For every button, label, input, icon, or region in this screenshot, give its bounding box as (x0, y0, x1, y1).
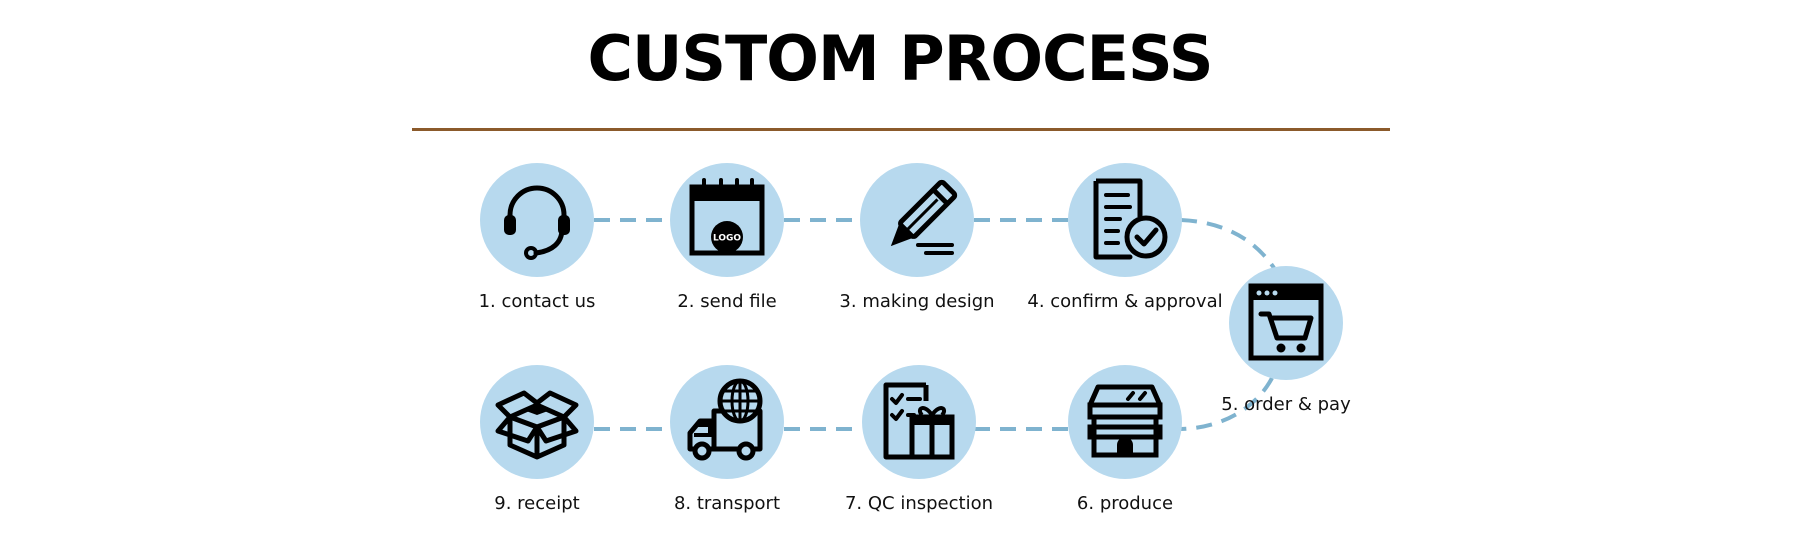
step-circle (862, 365, 976, 479)
step-label: 1. contact us (478, 291, 596, 312)
process-step-9: 9. receipt (422, 365, 652, 535)
process-step-7: 7. QC inspection (804, 365, 1034, 535)
step-circle: LOGO (670, 163, 784, 277)
delivery-truck-globe-icon (670, 365, 784, 479)
process-step-5: 5. order & pay (1171, 266, 1401, 436)
step-label: 8. transport (673, 493, 781, 514)
headset-icon (480, 163, 594, 277)
calendar-logo-icon: LOGO (670, 163, 784, 277)
step-label: 2. send file (677, 291, 777, 312)
step-circle (670, 365, 784, 479)
process-step-4: 4. confirm & approval (1010, 163, 1240, 333)
checklist-gift-icon (862, 365, 976, 479)
step-label: 3. making design (839, 291, 995, 312)
page-title: CUSTOM PROCESS (587, 22, 1213, 95)
process-step-2: LOGO 2. send file (612, 163, 842, 333)
step-label: 5. order & pay (1221, 394, 1351, 415)
step-circle (860, 163, 974, 277)
process-step-6: 6. produce (1010, 365, 1240, 535)
logo-text: LOGO (713, 234, 741, 244)
shopping-cart-window-icon (1229, 266, 1343, 380)
open-box-icon (480, 365, 594, 479)
step-label: 4. confirm & approval (1027, 291, 1223, 312)
step-label: 9. receipt (494, 493, 580, 514)
factory-store-icon (1068, 365, 1182, 479)
step-label: 6. produce (1076, 493, 1174, 514)
step-circle (480, 163, 594, 277)
title-divider (412, 128, 1390, 131)
step-circle (1068, 163, 1182, 277)
process-step-3: 3. making design (802, 163, 1032, 333)
connector-5-6 (1180, 377, 1274, 431)
process-step-1: 1. contact us (422, 163, 652, 333)
step-circle (1068, 365, 1182, 479)
step-circle (1229, 266, 1343, 380)
process-step-8: 8. transport (612, 365, 842, 535)
connector-4-5 (1180, 218, 1276, 270)
step-circle (480, 365, 594, 479)
step-label: 7. QC inspection (844, 493, 994, 514)
pencil-icon (860, 163, 974, 277)
document-check-icon (1068, 163, 1182, 277)
